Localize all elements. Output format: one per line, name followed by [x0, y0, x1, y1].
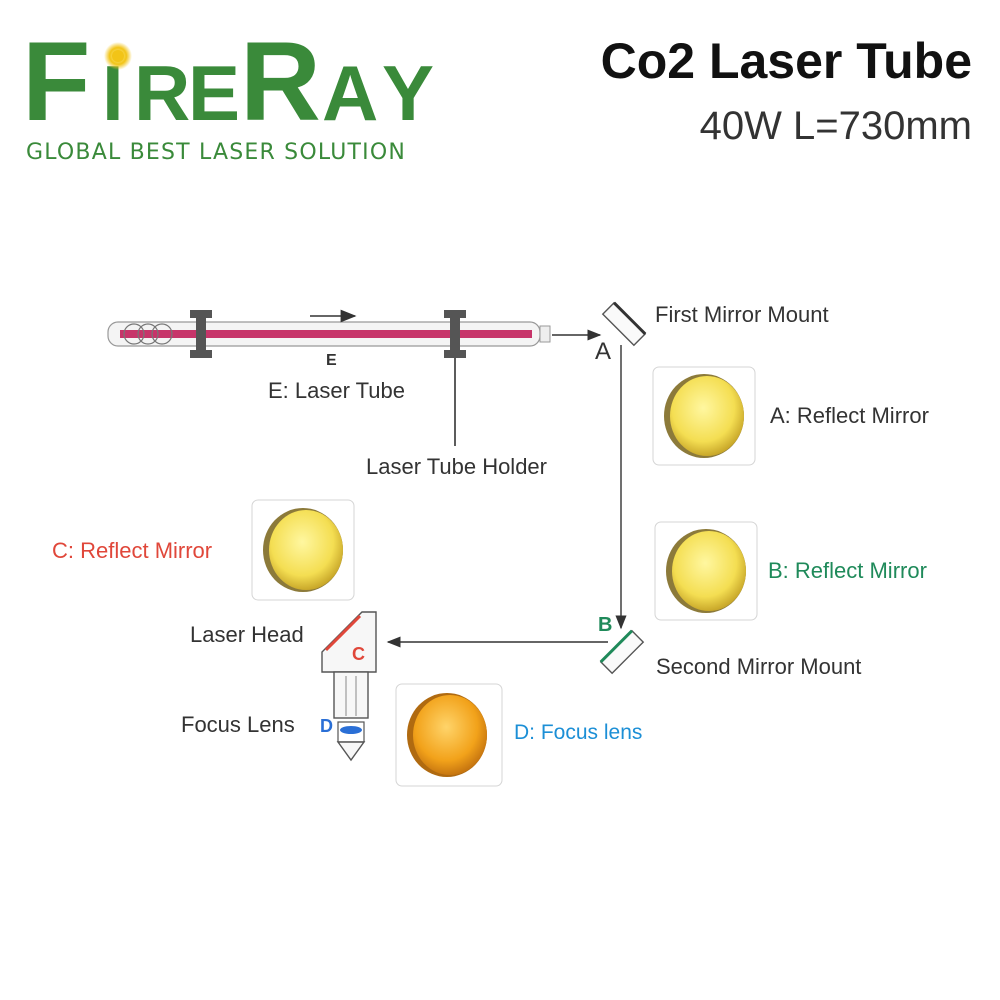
first-mirror-mount-label: First Mirror Mount — [655, 302, 829, 327]
product-title: Co2 Laser Tube — [600, 33, 972, 89]
marker-c: C — [352, 644, 365, 664]
svg-text:Y: Y — [382, 49, 434, 130]
svg-text:E: E — [188, 49, 240, 130]
part-d-label: D: Focus lens — [514, 721, 643, 744]
brand-tagline: GLOBAL BEST LASER SOLUTION — [26, 140, 407, 165]
svg-text:R: R — [134, 49, 190, 130]
fireray-logo: F I R E R A Y — [22, 20, 434, 130]
tube-holder-right — [444, 310, 466, 358]
part-c-label: C: Reflect Mirror — [52, 538, 213, 563]
marker-b: B — [598, 614, 613, 636]
part-a-label: A: Reflect Mirror — [770, 403, 929, 428]
first-mirror-mount — [601, 301, 647, 347]
laser-tube-label: E: Laser Tube — [268, 378, 405, 403]
second-mirror-mount — [599, 629, 645, 675]
laser-tube — [107, 309, 551, 347]
svg-text:F: F — [22, 20, 90, 130]
focus-lens-label: Focus Lens — [181, 712, 295, 737]
mirror-a-icon — [670, 376, 744, 456]
marker-a: A — [595, 338, 612, 365]
marker-e: E — [326, 352, 337, 369]
svg-text:A: A — [322, 49, 378, 130]
laser-head-label: Laser Head — [190, 622, 304, 647]
mirror-b-icon — [672, 531, 746, 611]
mirror-c-icon — [269, 510, 343, 590]
tube-holder-label: Laser Tube Holder — [366, 454, 547, 479]
second-mirror-mount-label: Second Mirror Mount — [656, 654, 862, 679]
product-spec: 40W L=730mm — [699, 104, 972, 148]
laser-head — [321, 611, 377, 762]
marker-d: D — [320, 716, 333, 736]
svg-text:R: R — [240, 20, 321, 130]
part-b-label: B: Reflect Mirror — [768, 558, 927, 583]
lens-d-icon — [413, 695, 487, 775]
tube-holder-left — [190, 310, 212, 358]
